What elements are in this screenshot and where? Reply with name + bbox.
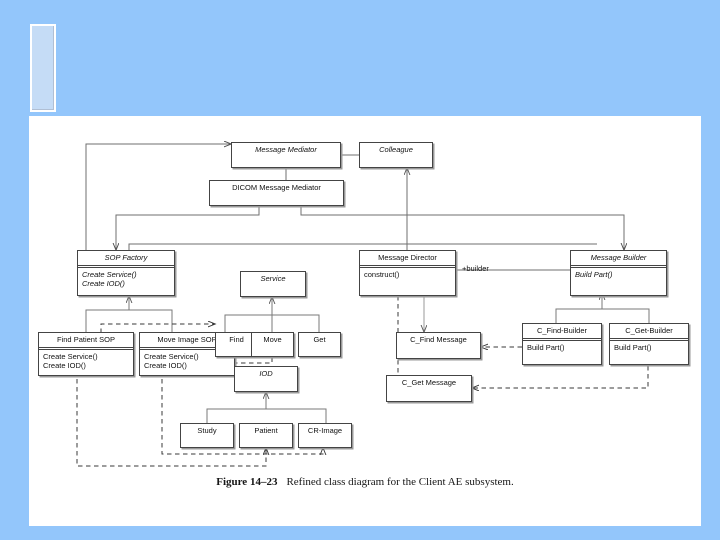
class-name: Move (263, 335, 282, 344)
class-diagram-figure: Message Mediator Colleague DICOM Message… (29, 116, 701, 526)
class-operations: Build Part() (523, 339, 601, 356)
class-get[interactable]: Get (298, 332, 341, 357)
operation: Create Service() (144, 351, 199, 361)
class-name: Message Mediator (255, 145, 317, 154)
class-c-find-builder[interactable]: C_Find-Builder Build Part() (522, 323, 602, 365)
class-message-builder[interactable]: Message Builder Build Part() (570, 250, 667, 296)
class-operations: Build Part() (610, 339, 688, 356)
class-message-mediator[interactable]: Message Mediator (231, 142, 341, 168)
class-name: C_Get Message (401, 378, 457, 387)
operation: Create IOD() (82, 279, 125, 289)
class-name: IOD (259, 369, 273, 378)
class-operations: Create Service() Create IOD() (78, 266, 174, 292)
empty-content-placeholder[interactable] (30, 24, 56, 112)
figure-number: Figure 14–23 (216, 476, 278, 488)
class-name: Patient (254, 426, 278, 435)
operation: Build Part() (575, 269, 613, 279)
class-name: C_Find Message (410, 335, 467, 344)
operation: construct() (364, 269, 400, 279)
builder-role-label: +builder (462, 264, 489, 273)
operation: Create IOD() (144, 361, 187, 371)
class-name: C_Find-Builder (523, 324, 601, 339)
class-service[interactable]: Service (240, 271, 306, 297)
class-move[interactable]: Move (251, 332, 294, 357)
class-name: Get (313, 335, 326, 344)
class-message-director[interactable]: Message Director construct() (359, 250, 456, 296)
class-name: Service (260, 274, 286, 283)
operation: Create IOD() (43, 361, 86, 371)
class-name: Message Director (360, 251, 455, 266)
figure-caption-text: Refined class diagram for the Client AE … (286, 476, 514, 488)
class-c-find-message[interactable]: C_Find Message (396, 332, 481, 359)
class-cr-image[interactable]: CR-Image (298, 423, 352, 448)
operation: Build Part() (527, 342, 565, 352)
operation: Build Part() (614, 342, 652, 352)
class-patient[interactable]: Patient (239, 423, 293, 448)
class-name: CR-Image (307, 426, 343, 435)
class-name: SOP Factory (78, 251, 174, 266)
class-operations: construct() (360, 266, 455, 283)
class-name: Study (197, 426, 217, 435)
class-colleague[interactable]: Colleague (359, 142, 433, 168)
class-name: Message Builder (571, 251, 666, 266)
class-name: Find (229, 335, 244, 344)
class-sop-factory[interactable]: SOP Factory Create Service() Create IOD(… (77, 250, 175, 296)
class-c-get-builder[interactable]: C_Get-Builder Build Part() (609, 323, 689, 365)
class-find-patient-sop[interactable]: Find Patient SOP Create Service() Create… (38, 332, 134, 376)
class-name: DICOM Message Mediator (232, 183, 321, 192)
diagram-connectors (76, 116, 650, 467)
class-study[interactable]: Study (180, 423, 234, 448)
class-name: Find Patient SOP (39, 333, 133, 348)
class-name: C_Get-Builder (610, 324, 688, 339)
slide-content-area: Message Mediator Colleague DICOM Message… (29, 116, 701, 526)
class-operations: Create Service() Create IOD() (39, 348, 133, 374)
class-name: Colleague (379, 145, 413, 154)
class-operations: Build Part() (571, 266, 666, 283)
operation: Create Service() (43, 351, 98, 361)
class-iod[interactable]: IOD (234, 366, 298, 392)
figure-caption: Figure 14–23 Refined class diagram for th… (29, 476, 701, 488)
class-operations: Create Service() Create IOD() (140, 348, 234, 374)
class-c-get-message[interactable]: C_Get Message (386, 375, 472, 402)
class-dicom-message-mediator[interactable]: DICOM Message Mediator (209, 180, 344, 206)
operation: Create Service() (82, 269, 137, 279)
